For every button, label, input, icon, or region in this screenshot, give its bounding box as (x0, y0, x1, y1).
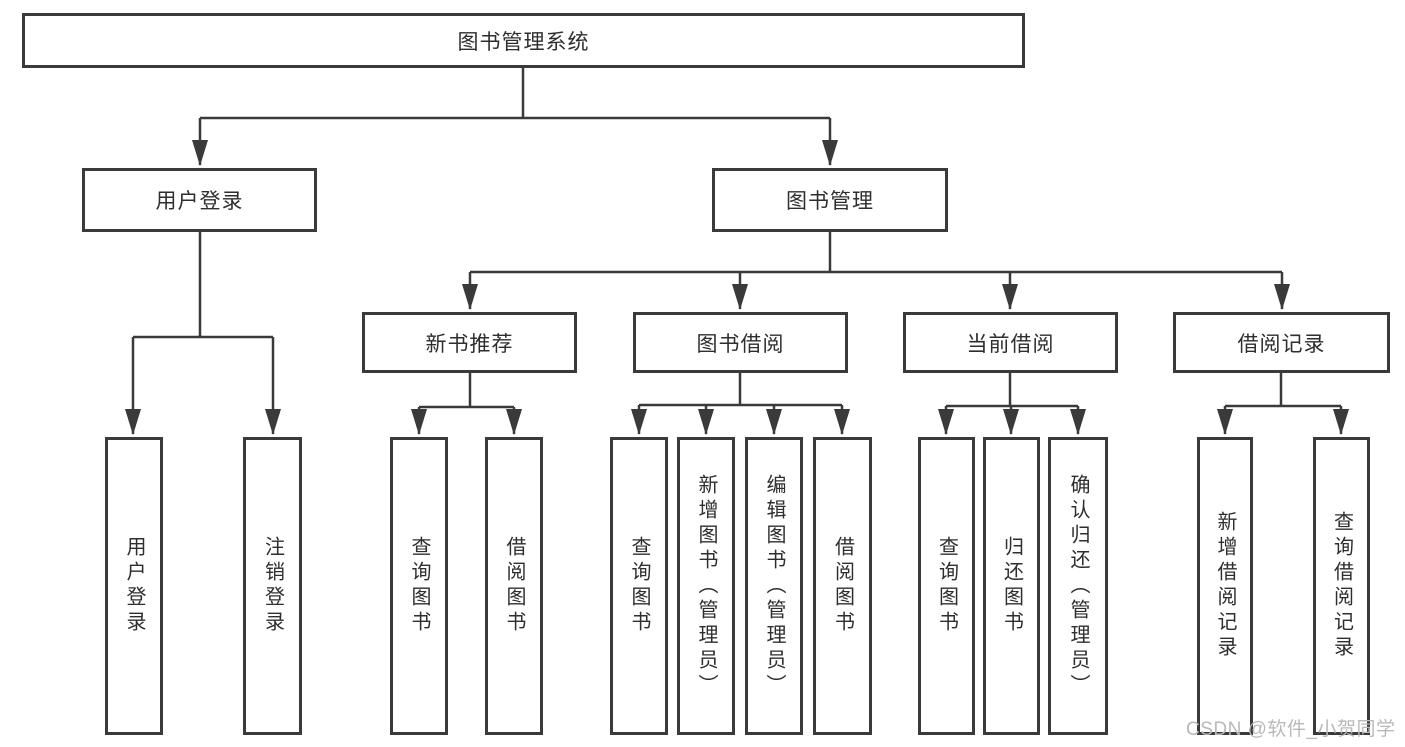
node-current-borrow: 当前借阅 (903, 312, 1118, 373)
node-borrow-records: 借阅记录 (1173, 312, 1390, 373)
leaf-query-borrow-record: 查询借阅记录 (1313, 437, 1370, 735)
connector-root-to-level2 (192, 68, 838, 166)
leaf-borrow-books-recommend: 借阅图书 (485, 437, 543, 735)
node-book-borrow: 图书借阅 (633, 312, 848, 373)
node-book-management: 图书管理 (712, 168, 948, 232)
leaf-user-login: 用户登录 (105, 437, 163, 735)
leaf-edit-books-admin: 编辑图书（管理员） (745, 437, 803, 735)
node-user-login: 用户登录 (82, 168, 317, 232)
node-new-book-recommend: 新书推荐 (362, 312, 577, 373)
leaf-query-books-borrow: 查询图书 (610, 437, 668, 735)
node-library-management-system: 图书管理系统 (22, 13, 1025, 68)
leaf-logout: 注销登录 (243, 437, 302, 735)
leaf-query-books-recommend: 查询图书 (390, 437, 448, 735)
leaf-add-borrow-record: 新增借阅记录 (1197, 437, 1253, 735)
connector-new-book-to-leaves (411, 373, 522, 435)
leaf-confirm-return-admin: 确认归还（管理员） (1048, 437, 1108, 735)
leaf-return-books: 归还图书 (983, 437, 1040, 735)
connector-current-borrow-to-leaves (938, 373, 1086, 435)
connector-borrow-records-to-leaves (1217, 373, 1349, 435)
connector-book-borrow-to-leaves (631, 373, 850, 435)
connector-book-management-to-modules (462, 232, 1290, 310)
csdn-watermark: CSDN @软件_小贺同学 (1186, 719, 1396, 740)
leaf-add-books-admin: 新增图书（管理员） (677, 437, 735, 735)
leaf-borrow-books: 借阅图书 (813, 437, 872, 735)
leaf-query-books-current: 查询图书 (918, 437, 975, 735)
connector-user-login-to-leaves (125, 232, 281, 435)
